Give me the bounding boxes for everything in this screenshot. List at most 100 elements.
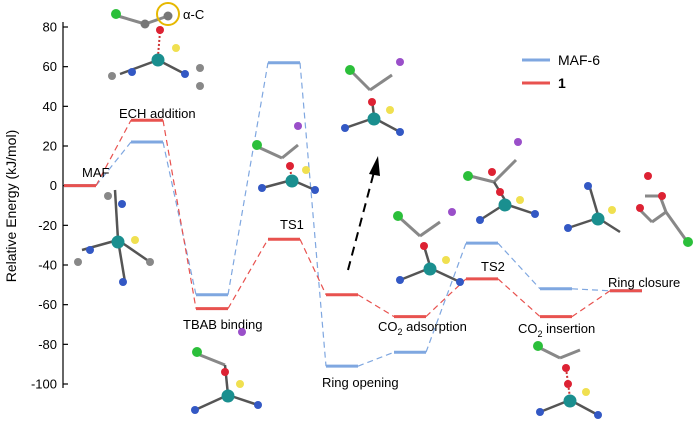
atom-zn: [563, 394, 577, 408]
atom-n: [341, 124, 349, 132]
legend-label-maf6: MAF-6: [558, 52, 600, 68]
atom-n: [128, 68, 136, 76]
atom-c: [196, 82, 204, 90]
atom-n: [536, 408, 544, 416]
bond: [492, 158, 518, 184]
bond: [117, 14, 146, 26]
atom-cl: [345, 65, 355, 75]
atom-zn: [591, 212, 605, 226]
atom-s: [582, 388, 590, 396]
legend: MAF-6 1: [522, 52, 600, 91]
atom-br: [448, 208, 456, 216]
molecule-ts2: [463, 138, 539, 224]
y-tick-label: 60: [43, 59, 57, 74]
atom-o: [496, 188, 504, 196]
atom-n: [119, 278, 127, 286]
reaction-arrow: [347, 156, 380, 271]
atom-br: [514, 138, 522, 146]
atom-n: [396, 128, 404, 136]
connector-maf6: [299, 62, 327, 367]
atom-o: [636, 204, 644, 212]
label-co2-insertion-rest: insertion: [543, 321, 596, 336]
connector-maf6: [571, 288, 611, 292]
bond: [350, 70, 372, 92]
atom-s: [608, 206, 616, 214]
connector-one: [497, 278, 541, 318]
bond: [588, 187, 600, 216]
molecule-maf: [74, 189, 154, 286]
molecule-co2-adsorption: [393, 208, 464, 286]
atom-br: [294, 122, 302, 130]
atom-zn: [111, 235, 125, 249]
legend-label-1: 1: [558, 75, 566, 91]
atom-br: [238, 328, 246, 336]
atom-zn: [367, 112, 381, 126]
y-tick-label: -100: [31, 377, 57, 392]
y-tick-label: 40: [43, 99, 57, 114]
connector-maf6: [162, 141, 197, 295]
atom-o: [368, 98, 376, 106]
atom-zn: [285, 174, 299, 188]
atom-o: [658, 192, 666, 200]
atom-n: [191, 406, 199, 414]
alpha-c-highlight: [156, 2, 180, 26]
connector-one: [95, 119, 132, 186]
atom-o: [644, 172, 652, 180]
bond: [539, 346, 561, 360]
atom-n: [311, 186, 319, 194]
molecule-ech-addition: α-C: [108, 2, 204, 90]
connectors: [95, 62, 611, 367]
y-tick-label: -20: [38, 218, 57, 233]
atom-zn: [151, 53, 165, 67]
bond: [559, 348, 581, 360]
bond: [369, 73, 393, 92]
arrow-shaft: [347, 171, 375, 271]
label-co2-adsorption-rest: adsorption: [403, 319, 467, 334]
connector-maf6: [497, 242, 541, 290]
bond: [469, 174, 495, 184]
atom-n: [254, 401, 262, 409]
connector-one: [357, 294, 395, 318]
atom-o: [488, 168, 496, 176]
bond: [119, 58, 159, 76]
atom-n: [86, 246, 94, 254]
atom-s: [516, 196, 524, 204]
y-tick-label: 0: [50, 178, 57, 193]
y-tick-label: -80: [38, 337, 57, 352]
atom-n: [456, 278, 464, 286]
atom-n: [564, 224, 572, 232]
atom-n: [584, 182, 592, 190]
bond: [281, 143, 299, 160]
bond: [638, 208, 654, 224]
bond: [651, 210, 667, 224]
label-ech-addition: ECH addition: [119, 106, 196, 121]
label-co2-adsorption: CO2 adsorption: [378, 319, 467, 337]
atom-c: [74, 258, 82, 266]
atom-cl: [463, 171, 473, 181]
atom-o: [420, 242, 428, 250]
atom-zn: [423, 262, 437, 276]
atom-c: [108, 72, 116, 80]
bond: [419, 220, 441, 238]
label-tbab-binding: TBAB binding: [183, 317, 263, 332]
bond: [199, 353, 226, 367]
atom-cl: [252, 140, 262, 150]
stage-labels: MAF ECH addition TBAB binding TS1 Ring o…: [82, 106, 680, 390]
label-co2-adsorption-sub: 2: [398, 327, 403, 337]
bond: [565, 367, 571, 399]
y-tick-label: -60: [38, 297, 57, 312]
atom-c: [146, 258, 154, 266]
atom-s: [386, 106, 394, 114]
atom-s: [236, 380, 244, 388]
label-co2-insertion: CO2 insertion: [518, 321, 595, 339]
connector-one: [227, 238, 269, 309]
atom-s: [131, 236, 139, 244]
y-tick-label: 20: [43, 139, 57, 154]
y-axis-title: Relative Energy (kJ/mol): [3, 130, 19, 283]
molecule-co2-insertion: [533, 341, 602, 419]
connector-one: [162, 120, 197, 309]
bond: [257, 145, 283, 160]
molecule-ring-opening: [341, 58, 404, 136]
atom-n: [594, 411, 602, 419]
